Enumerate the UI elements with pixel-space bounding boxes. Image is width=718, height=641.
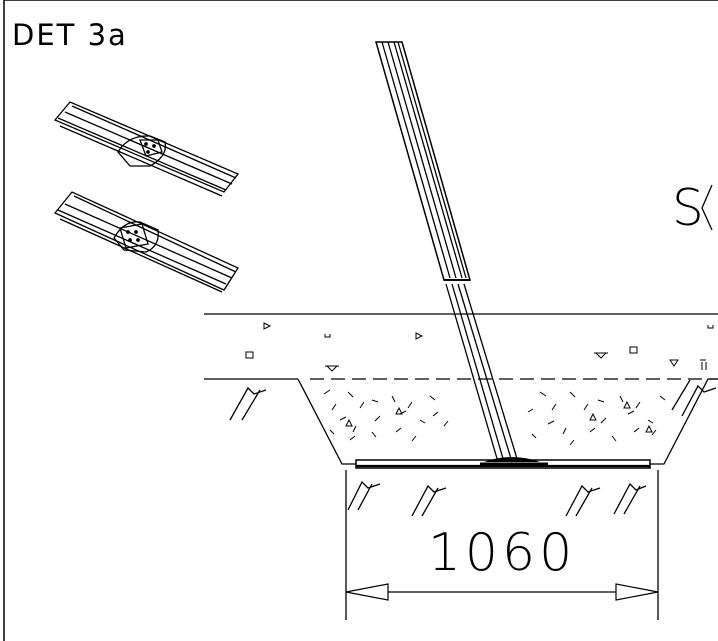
plate-sketch-upper bbox=[53, 101, 240, 197]
plate-sketch-lower bbox=[53, 191, 239, 293]
base-plate bbox=[355, 457, 651, 469]
inclined-post bbox=[375, 41, 519, 463]
dimension-line bbox=[345, 583, 659, 601]
dimension-value: 1060 bbox=[428, 523, 576, 583]
surface-symbols bbox=[245, 322, 714, 372]
soil-hatch-marks bbox=[229, 379, 717, 517]
gravel-fill bbox=[323, 389, 666, 446]
partial-label-extra bbox=[701, 184, 713, 231]
drawing-frame bbox=[3, 0, 718, 641]
partial-label: S bbox=[672, 179, 704, 237]
detail-title: DET 3a bbox=[12, 18, 128, 52]
